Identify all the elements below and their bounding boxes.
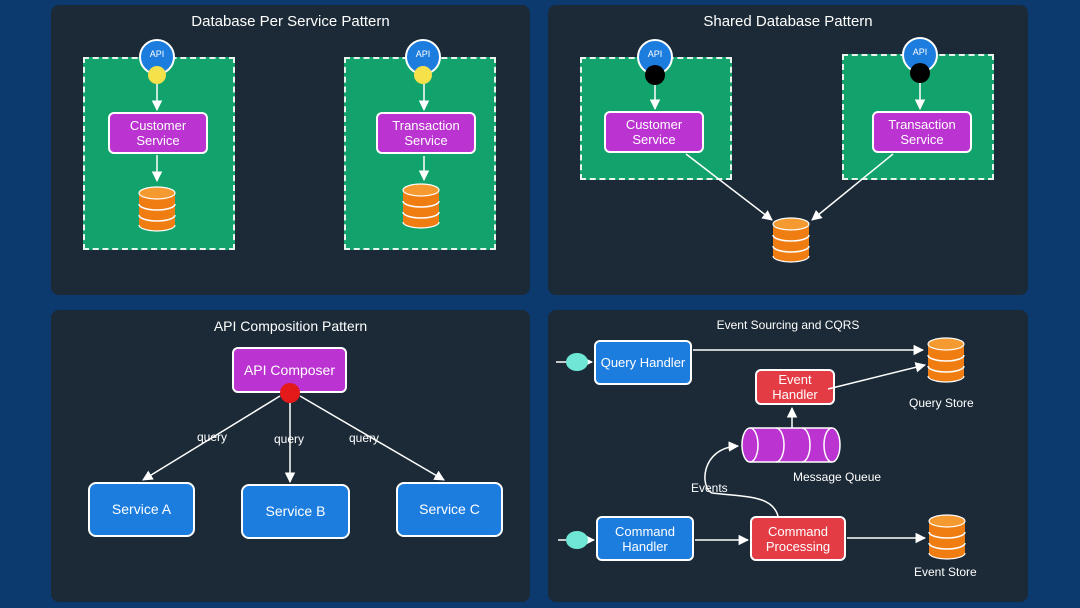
query-entry-dot: [566, 353, 588, 371]
shared-database-icon: [772, 217, 810, 263]
api-port-dot: [148, 66, 166, 84]
command-processing-node: Command Processing: [750, 516, 846, 561]
event-handler-node: Event Handler: [755, 369, 835, 405]
panel-title: API Composition Pattern: [213, 318, 368, 334]
edge-composer-to-service-a: [142, 395, 281, 481]
customer-database-icon: [138, 186, 176, 232]
query-store-label: Query Store: [909, 396, 974, 410]
edge-events-to-queue: [704, 441, 779, 517]
transaction-database-icon: [402, 183, 440, 229]
edge-composer-to-service-c: [299, 395, 445, 481]
panel-title: Shared Database Pattern: [703, 13, 873, 30]
query-store-database-icon: [927, 337, 965, 383]
composer-port-dot: [280, 383, 300, 403]
edge-customer-to-shared-db: [685, 153, 773, 221]
service-b-node: Service B: [241, 484, 350, 539]
api-port-dot: [414, 66, 432, 84]
panel-title: Event Sourcing and CQRS: [716, 318, 860, 332]
event-store-label: Event Store: [914, 565, 977, 579]
api-port-dot: [645, 65, 665, 85]
transaction-service-node: Transaction Service: [872, 111, 972, 153]
service-c-node: Service C: [396, 482, 503, 537]
panel-title: Database Per Service Pattern: [191, 13, 390, 30]
events-label: Events: [691, 481, 728, 495]
command-handler-node: Command Handler: [596, 516, 694, 561]
event-store-database-icon: [928, 514, 966, 560]
api-port-dot: [910, 63, 930, 83]
message-queue-label: Message Queue: [793, 470, 882, 484]
service-a-node: Service A: [88, 482, 195, 537]
edge-label-query-c: query: [349, 431, 380, 445]
customer-service-node: Customer Service: [604, 111, 704, 153]
command-entry-dot: [566, 531, 588, 549]
query-handler-node: Query Handler: [594, 340, 692, 385]
edge-label-query-b: query: [274, 432, 305, 446]
message-queue-icon: [741, 427, 841, 463]
transaction-service-node: Transaction Service: [376, 112, 476, 154]
edge-event-handler-to-query-store: [827, 362, 927, 390]
edge-transaction-to-shared-db: [811, 153, 894, 221]
customer-service-node: Customer Service: [108, 112, 208, 154]
